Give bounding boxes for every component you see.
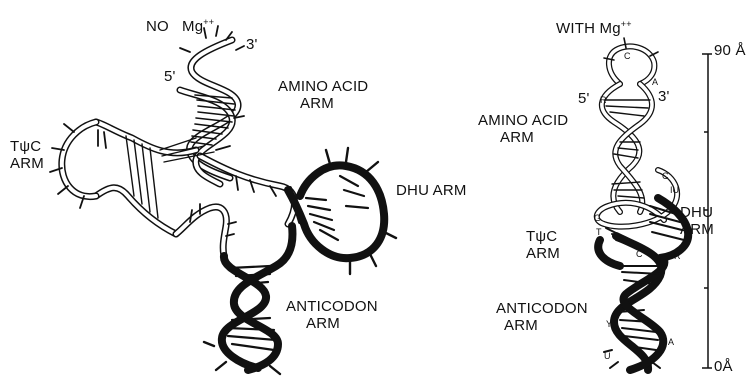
left-anticodon-line-1: ANTICODON bbox=[286, 298, 378, 315]
residue-letter: A bbox=[652, 78, 658, 87]
residue-letter: R bbox=[600, 96, 607, 105]
left-dhu-arm-label: DHU ARM bbox=[396, 182, 467, 199]
right-panel-title: WITH Mg++ bbox=[556, 16, 632, 37]
right-title-charge: ++ bbox=[621, 19, 632, 29]
left-tpsic-line-1: TψC bbox=[10, 138, 44, 155]
left-title-prefix: NO bbox=[146, 18, 169, 35]
right-five-prime-label: 5' bbox=[578, 90, 590, 107]
right-dhu-arm-label: DHU ARM bbox=[680, 204, 714, 238]
residue-letter: Y bbox=[606, 320, 612, 329]
right-tpsic-line-2: ARM bbox=[526, 245, 560, 262]
residue-letter: C bbox=[624, 52, 631, 61]
residue-letter: C bbox=[636, 250, 643, 259]
residue-letter: U bbox=[604, 352, 611, 361]
right-anticodon-arm-label: ANTICODON ARM bbox=[496, 300, 588, 334]
left-tpsic-strand-lower-inner bbox=[96, 188, 176, 234]
right-title-ion: Mg bbox=[600, 20, 621, 37]
residue-letter: T bbox=[596, 228, 602, 237]
right-three-prime-label: 3' bbox=[658, 88, 670, 105]
left-three-prime-label: 3' bbox=[246, 36, 258, 53]
residue-letter: IU bbox=[670, 186, 679, 195]
right-top-loop-inner bbox=[609, 46, 654, 84]
left-title-ion: Mg bbox=[182, 18, 203, 35]
left-middle-strand bbox=[200, 156, 295, 224]
left-dhu-arm bbox=[288, 165, 384, 258]
right-amino-acid-line-1: AMINO ACID bbox=[478, 112, 568, 129]
left-amino-acid-arm-label: AMINO ACID ARM bbox=[278, 78, 368, 112]
right-anticodon-line-1: ANTICODON bbox=[496, 300, 588, 317]
right-anticodon-strand-c bbox=[598, 240, 620, 266]
left-anticodon-line-2: ARM bbox=[286, 315, 378, 332]
left-five-prime-label: 5' bbox=[164, 68, 176, 85]
residue-letter: A bbox=[668, 338, 674, 347]
scale-top-label: 90 Å bbox=[714, 42, 746, 59]
right-dhu-line-1: DHU bbox=[680, 204, 714, 221]
left-title-charge: ++ bbox=[203, 17, 214, 27]
scale-bottom-label: 0Å bbox=[714, 358, 733, 375]
left-tpsic-arm-label: TψC ARM bbox=[10, 138, 44, 172]
right-amino-acid-line-2: ARM bbox=[478, 129, 568, 146]
residue-letter: G bbox=[594, 214, 601, 223]
residue-letter: R bbox=[674, 252, 681, 261]
left-panel-title: NO Mg++ bbox=[146, 14, 214, 35]
right-title-prefix: WITH bbox=[556, 20, 595, 37]
right-amino-acid-arm-label: AMINO ACID ARM bbox=[478, 112, 568, 146]
left-tpsic-line-2: ARM bbox=[10, 155, 44, 172]
left-dhu-base-pairs bbox=[306, 176, 368, 240]
left-amino-acid-line-2: ARM bbox=[278, 95, 368, 112]
left-amino-acid-line-1: AMINO ACID bbox=[278, 78, 368, 95]
right-acceptor-base-pairs bbox=[606, 100, 650, 198]
right-anticodon-line-2: ARM bbox=[496, 317, 588, 334]
right-dhu-line-2: ARM bbox=[680, 221, 714, 238]
right-tpsic-line-1: TψC bbox=[526, 228, 560, 245]
residue-letter: C bbox=[662, 172, 669, 181]
right-tpsic-arm-label: TψC ARM bbox=[526, 228, 560, 262]
left-anticodon-arm-label: ANTICODON ARM bbox=[286, 298, 378, 332]
